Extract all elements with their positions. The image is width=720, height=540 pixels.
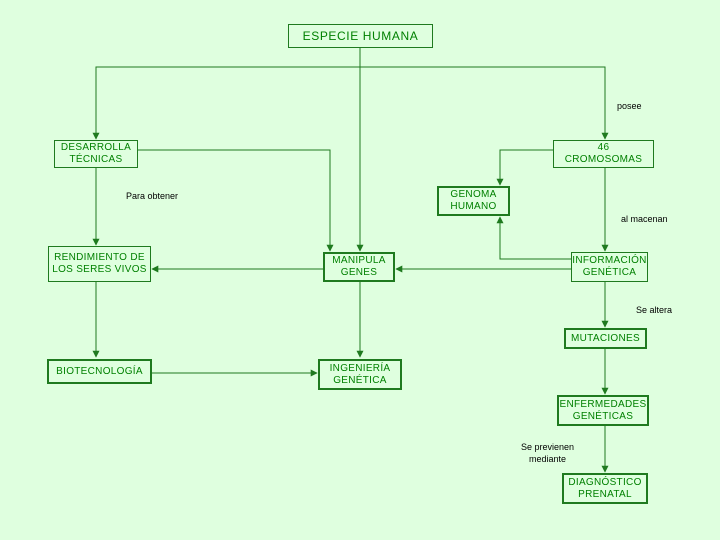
edge-informacion-genoma xyxy=(496,216,571,260)
edge-label-almacenan: al macenan xyxy=(621,214,668,224)
node-diagnostico-prenatal: DIAGNÓSTICO PRENATAL xyxy=(562,473,648,504)
node-informacion-genetica-label: INFORMACIÓN GENÉTICA xyxy=(572,255,647,278)
node-mutaciones-label: MUTACIONES xyxy=(571,332,640,344)
edge-desarrolla-manipula xyxy=(138,149,334,252)
edge-label-para-obtener: Para obtener xyxy=(126,191,179,201)
edge-label-se-altera: Se altera xyxy=(636,305,673,315)
node-diagnostico-prenatal-label: DIAGNÓSTICO PRENATAL xyxy=(568,476,642,500)
node-ingenieria-genetica-label: INGENIERÍA GENÉTICA xyxy=(329,362,391,386)
edge-especie-desarrolla xyxy=(92,66,360,140)
node-desarrolla-tecnicas-label: DESARROLLA TÉCNICAS xyxy=(60,142,132,165)
node-manipula-genes: MANIPULA GENES xyxy=(323,252,395,282)
edge-especie-cromosomas xyxy=(360,66,609,140)
node-biotecnologia: BIOTECNOLOGÍA xyxy=(47,359,152,384)
node-enfermedades-geneticas-label: ENFERMEDADES GENÉTICAS xyxy=(559,398,647,422)
node-especie-humana: ESPECIE HUMANA xyxy=(288,24,433,48)
edge-label-se-previenen: Se previenen mediante xyxy=(521,442,575,464)
node-genoma-humano-label: GENOMA HUMANO xyxy=(450,189,497,212)
node-enfermedades-geneticas: ENFERMEDADES GENÉTICAS xyxy=(557,395,649,426)
node-cromosomas: 46 CROMOSOMAS xyxy=(553,140,654,168)
node-mutaciones: MUTACIONES xyxy=(564,328,647,349)
node-cromosomas-label: 46 CROMOSOMAS xyxy=(564,142,643,165)
edge-cromosomas-genoma xyxy=(496,149,553,186)
node-desarrolla-tecnicas: DESARROLLA TÉCNICAS xyxy=(54,140,138,168)
node-ingenieria-genetica: INGENIERÍA GENÉTICA xyxy=(318,359,402,390)
node-manipula-genes-label: MANIPULA GENES xyxy=(332,255,386,278)
node-genoma-humano: GENOMA HUMANO xyxy=(437,186,510,216)
node-especie-humana-label: ESPECIE HUMANA xyxy=(302,29,419,43)
node-biotecnologia-label: BIOTECNOLOGÍA xyxy=(56,365,143,377)
node-rendimiento: RENDIMIENTO DE LOS SERES VIVOS xyxy=(48,246,151,282)
node-rendimiento-label: RENDIMIENTO DE LOS SERES VIVOS xyxy=(52,252,147,275)
edge-label-posee: posee xyxy=(617,101,642,111)
node-informacion-genetica: INFORMACIÓN GENÉTICA xyxy=(571,252,648,282)
